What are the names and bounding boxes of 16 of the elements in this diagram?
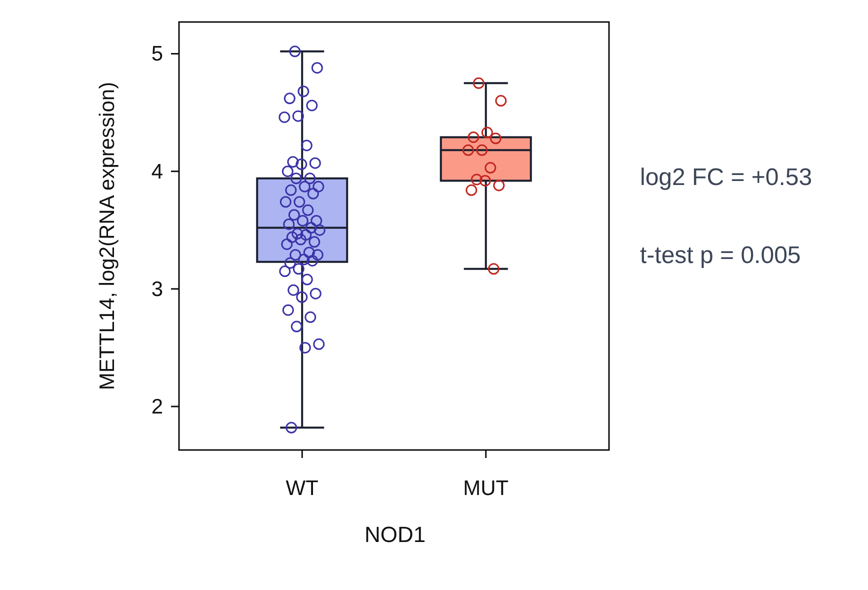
y-tick-label: 5 xyxy=(151,42,163,66)
y-tick-label: 3 xyxy=(151,278,163,301)
statistics-note: t-test p = 0.005 xyxy=(640,241,802,271)
x-tick-label: WT xyxy=(286,450,318,500)
y-tick-label: 2 xyxy=(151,396,179,418)
y-tick-label: 4 xyxy=(151,160,164,184)
y-tick-label: 4 xyxy=(151,160,179,184)
y-tick-label: 5 xyxy=(151,42,179,66)
y-tick-label: 2 xyxy=(151,395,163,418)
y-axis-title: METTL14, log2(RNA expression) xyxy=(96,82,120,390)
y-tick-label: 3 xyxy=(151,278,179,301)
statistics-note: log2 FC = +0.53 xyxy=(640,163,814,193)
x-axis-title: NOD1 xyxy=(363,522,427,548)
x-tick-label: MUT xyxy=(463,477,509,500)
x-tick-label: MUT xyxy=(463,450,509,500)
x-tick-label: WT xyxy=(286,477,319,500)
